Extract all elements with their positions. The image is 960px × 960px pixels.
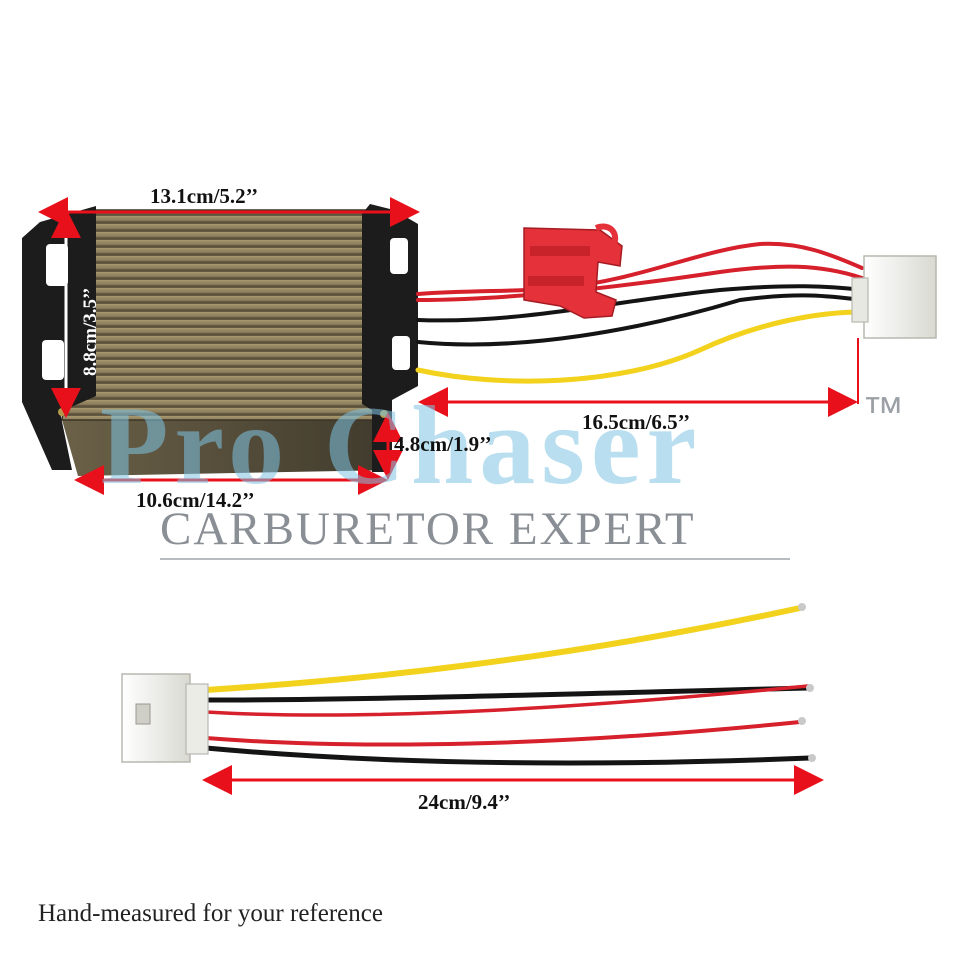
red-wire	[204, 684, 810, 717]
yellow-wire	[415, 309, 865, 384]
black-wire	[416, 293, 864, 347]
converter-wires	[415, 241, 865, 384]
watermark-brand: Pro Chaser	[100, 384, 703, 508]
harness-length-label: 24cm/9.4’’	[418, 790, 511, 814]
depth-label: 4.8cm/1.9’’	[394, 432, 492, 456]
red-wire	[416, 264, 864, 302]
harness-connector	[121, 673, 209, 763]
black-wire	[416, 284, 864, 323]
bottom-length-label: 10.6cm/14.2’’	[136, 488, 255, 512]
black-wire	[203, 685, 811, 703]
bracket-slot	[390, 238, 408, 274]
red-wire	[416, 241, 864, 296]
output-lead-label: 16.5cm/6.5’’	[582, 410, 691, 434]
footnote: Hand-measured for your reference	[38, 900, 383, 927]
yellow-wire	[203, 605, 803, 693]
output-connector	[851, 255, 937, 339]
top-length-label: 13.1cm/5.2’’	[150, 184, 259, 208]
stripped-wire-tips	[798, 603, 816, 762]
height-dimension-label: 8.8cm/3.5’’	[80, 288, 101, 376]
red-wire	[204, 720, 802, 747]
watermark-tagline: CARBURETOR EXPERT	[160, 502, 790, 560]
wire-harness	[121, 603, 816, 766]
trademark-symbol: ™	[862, 388, 904, 435]
dimension-arrows	[38, 197, 859, 795]
bracket-slot	[42, 340, 64, 380]
fuse-holder	[523, 223, 623, 319]
black-wire	[203, 745, 813, 766]
bracket-slot	[392, 336, 410, 370]
